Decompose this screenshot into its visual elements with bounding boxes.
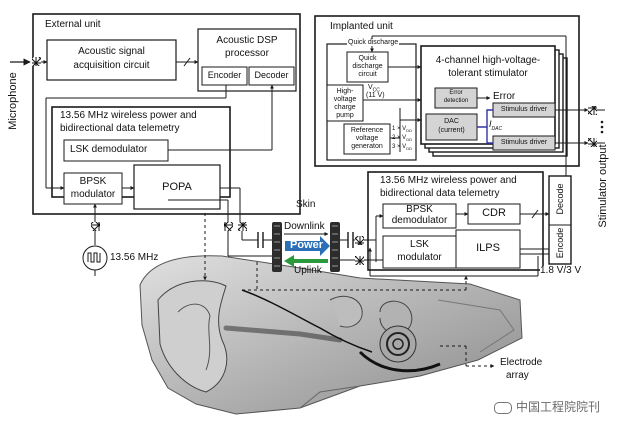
- lsk-demod-label: LSK demodulator: [70, 144, 148, 155]
- ilps-block: [455, 229, 521, 269]
- idac-label: IDAC: [489, 119, 503, 132]
- qd-label-3: circuit: [358, 71, 377, 78]
- impl-terminal-1: [355, 236, 364, 245]
- stim-label-1: 4-channel high-voltage-: [435, 55, 541, 66]
- encoder-block: [201, 66, 248, 86]
- lsk-mod-label-1: LSK: [410, 239, 429, 250]
- electrode-label-1: Electrode: [500, 357, 543, 368]
- err-label-2: detection: [443, 98, 469, 104]
- driver-1-label: Stimulus driver: [500, 106, 548, 113]
- mult-2: 2 × VDD: [392, 135, 412, 143]
- skin-label: Skin: [296, 199, 316, 210]
- codec-column: [548, 175, 572, 265]
- acq-label-1: Acoustic signal: [78, 46, 145, 57]
- clock-source-icon: [82, 245, 108, 271]
- err-label-1: Error: [449, 90, 463, 96]
- mic-terminal: [32, 57, 41, 66]
- coil-terminal-2: [238, 222, 247, 231]
- uplink-arrow: [284, 255, 328, 267]
- impl-telemetry-label-2: bidirectional data telemetry: [380, 188, 500, 199]
- coil-terminal-1: [224, 222, 233, 231]
- popa-label: POPA: [162, 181, 192, 193]
- driver-2-label: Stimulus driver: [500, 139, 548, 146]
- quick-discharge-line-label: Quick discharge: [347, 39, 400, 47]
- quick-discharge-block: [346, 51, 389, 83]
- vcc-label: VCC: [368, 84, 380, 94]
- impl-telemetry-block: [367, 171, 544, 271]
- qd-label-2: discharge: [352, 63, 383, 70]
- ref-label-1: Reference: [350, 127, 384, 134]
- power-arrow: [285, 236, 330, 256]
- bpsk-mod-block: [63, 172, 123, 205]
- error-label: Error: [493, 91, 516, 102]
- ear-illustration: [139, 255, 523, 415]
- stim-out-terminal-1: [588, 106, 597, 115]
- acquisition-block: [46, 39, 177, 81]
- ref-label-3: generaton: [351, 143, 383, 150]
- lsk-mod-block: [382, 235, 457, 269]
- qd-label-1: Quick: [358, 55, 377, 62]
- hv-label-4: pump: [336, 112, 354, 119]
- ext-telemetry-label-2: bidirectional data telemetry: [60, 123, 180, 134]
- bpsk-label-2: modulator: [70, 189, 116, 200]
- charge-pump-block: [326, 84, 364, 122]
- bpsk-demod-block: [382, 203, 457, 229]
- watermark: 中国工程院院刊: [494, 398, 600, 415]
- supply-label: 1.8 V/3 V: [540, 265, 582, 277]
- stim-label-2: tolerant stimulator: [448, 68, 528, 79]
- hv-label-2: voltage: [333, 96, 357, 103]
- ref-label-2: voltage: [355, 135, 379, 142]
- mult-3: 3 × VDD: [392, 144, 412, 152]
- hv-label-1: High-: [336, 88, 354, 95]
- vcc-value: (11 V): [366, 92, 385, 99]
- stimulator-output-label: Stimulator output: [597, 144, 609, 228]
- bpsk-demod-label-2: demodulator: [391, 215, 448, 226]
- skin-coil-stack: [272, 222, 340, 272]
- hv-label-3: charge: [334, 104, 356, 111]
- implanted-unit-frame: [314, 15, 580, 167]
- impl-terminal-2: [355, 256, 364, 265]
- acq-label-2: acquisition circuit: [73, 60, 150, 71]
- clock-label: 13.56 MHz: [110, 252, 159, 263]
- dsp-label-2: processor: [225, 48, 269, 59]
- electrode-label-2: array: [506, 370, 529, 381]
- power-label: Power: [290, 239, 324, 251]
- implanted-unit-title: Implanted unit: [330, 21, 393, 32]
- lsk-mod-label-2: modulator: [397, 252, 442, 263]
- wechat-icon: [494, 401, 512, 414]
- impl-telemetry-label-1: 13.56 MHz wireless power and: [380, 175, 517, 186]
- uplink-label: Uplink: [294, 265, 322, 276]
- downlink-label: Downlink: [284, 221, 325, 232]
- decoder-label: Decoder: [254, 70, 289, 80]
- external-unit-frame: [32, 13, 301, 215]
- ext-telemetry-label-1: 13.56 MHz wireless power and: [60, 110, 197, 121]
- decode-label: Decode: [555, 183, 565, 215]
- bpsk-demod-label-1: BPSK: [406, 204, 433, 215]
- cdr-label: CDR: [482, 207, 506, 219]
- ref-voltage-block: [343, 123, 391, 155]
- dac-label-2: (current): [438, 127, 465, 134]
- stim-out-terminal-2: [588, 138, 597, 147]
- clock-terminal: [91, 222, 100, 231]
- mult-1: 1 × VDD: [392, 126, 412, 134]
- dac-label-1: DAC: [444, 118, 459, 125]
- ilps-label: ILPS: [476, 242, 500, 254]
- external-unit-title: External unit: [45, 19, 101, 30]
- dsp-label-1: Acoustic DSP: [216, 35, 278, 46]
- microphone-label: Microphone: [7, 72, 19, 130]
- encoder-label: Encoder: [207, 70, 242, 80]
- popa-block: [133, 164, 221, 210]
- bpsk-label-1: BPSK: [79, 176, 107, 187]
